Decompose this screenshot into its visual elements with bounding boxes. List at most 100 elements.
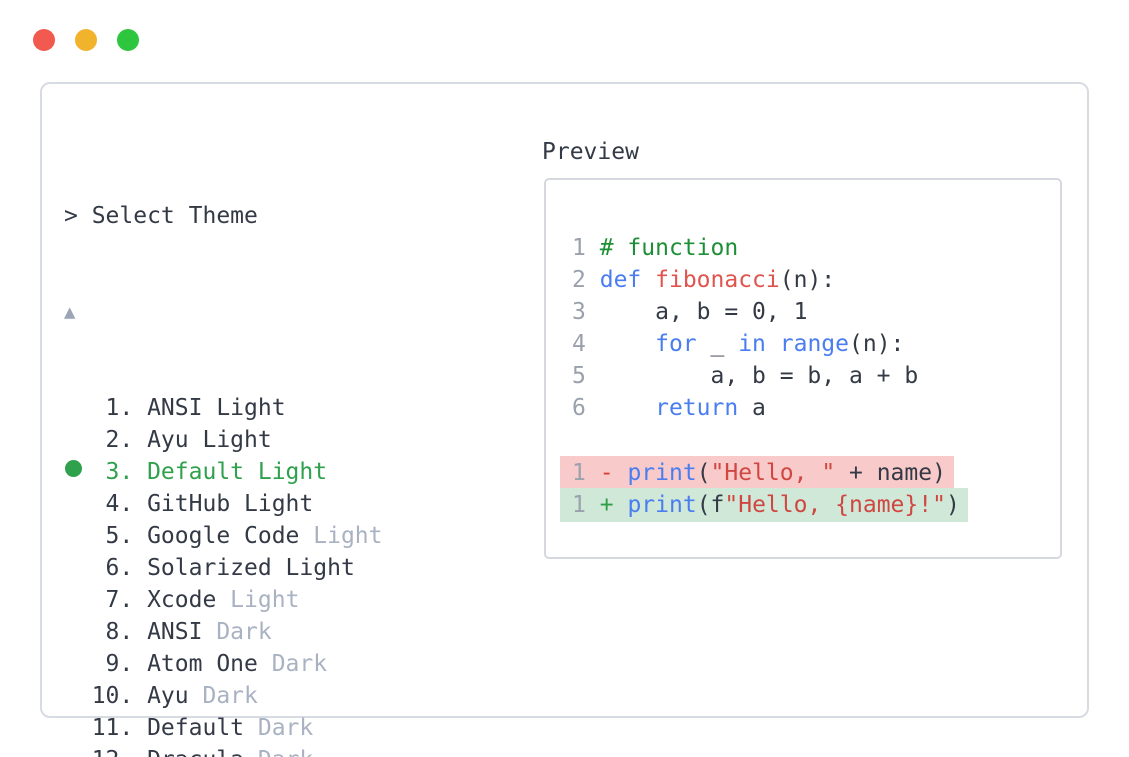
line-number: 5 <box>572 363 586 389</box>
code-line: 2 def fibonacci(n): <box>572 264 1060 296</box>
code-token: print <box>627 492 697 518</box>
code-token: range <box>779 331 850 357</box>
theme-item-number: 2. <box>91 427 148 453</box>
close-button[interactable] <box>33 29 55 51</box>
code-token: "Hello, {name}!" <box>724 492 946 518</box>
code-line: 3 a, b = 0, 1 <box>572 296 1060 328</box>
code-token: (n): <box>849 331 905 357</box>
code-line: 1 # function <box>572 232 1060 264</box>
code-token: (n): <box>779 267 836 293</box>
code-line: 5 a, b = b, a + b <box>572 360 1060 392</box>
selected-dot <box>65 460 82 477</box>
code-token: in <box>738 331 766 357</box>
code-token: ( <box>696 460 711 486</box>
line-number: 4 <box>572 331 586 357</box>
theme-item-variant: Dark <box>188 683 258 709</box>
theme-item-variant: Dark <box>202 619 272 645</box>
theme-item-number: 11. <box>91 715 148 741</box>
code-token: print <box>627 460 697 486</box>
code-token: a, b = 0, 1 <box>599 299 808 325</box>
scroll-up-indicator[interactable]: ▲ <box>64 296 881 328</box>
theme-item-ansi[interactable]: 8. ANSI Dark <box>64 616 881 648</box>
diff-sign: + <box>599 492 614 518</box>
line-number: 1 <box>572 492 586 518</box>
theme-item-number: 1. <box>91 395 148 421</box>
diff-sign: - <box>599 460 614 486</box>
theme-picker-pane: > Select Theme ▲ 1. ANSI Light 2. Ayu Li… <box>64 136 881 757</box>
theme-item-number: 3. <box>91 459 148 485</box>
code-token: _ <box>696 331 739 357</box>
theme-item-label: Default Light <box>147 459 328 485</box>
theme-item-ayu[interactable]: 10. Ayu Dark <box>64 680 881 712</box>
theme-picker-window: > Select Theme ▲ 1. ANSI Light 2. Ayu Li… <box>40 82 1089 757</box>
code-line: 6 return a <box>572 392 1060 424</box>
minimize-button[interactable] <box>75 29 97 51</box>
line-number: 3 <box>572 299 586 325</box>
triangle-up-icon: ▲ <box>64 301 76 323</box>
code-token: ) <box>945 492 960 518</box>
theme-item-number: 6. <box>91 555 148 581</box>
theme-item-label: ANSI Light <box>147 395 286 421</box>
code-token <box>766 331 780 357</box>
window-controls <box>33 29 139 51</box>
diff-line-added: 1 + print(f"Hello, {name}!") <box>560 488 1060 522</box>
theme-item-label: Xcode <box>147 587 217 613</box>
theme-item-number: 4. <box>91 491 148 517</box>
theme-item-default-light[interactable]: 3. Default Light <box>64 456 881 488</box>
theme-item-label: GitHub Light <box>147 491 314 517</box>
theme-item-google-code[interactable]: 5. Google Code Light <box>64 520 881 552</box>
line-number: 1 <box>572 235 586 261</box>
code-token: fibonacci <box>655 267 780 293</box>
code-token <box>641 267 655 293</box>
zoom-button[interactable] <box>117 29 139 51</box>
theme-item-variant: Light <box>299 523 383 549</box>
theme-item-variant: Dark <box>244 715 314 741</box>
theme-item-label: Atom One <box>147 651 258 677</box>
code-token: # function <box>599 235 739 261</box>
code-token <box>600 331 655 357</box>
line-number: 2 <box>572 267 586 293</box>
theme-item-label: Ayu Light <box>147 427 272 453</box>
code-token: for <box>655 331 697 357</box>
theme-item-ayu-light[interactable]: 2. Ayu Light <box>64 424 881 456</box>
code-token: "Hello, " <box>710 460 836 486</box>
theme-item-label: Default <box>147 715 245 741</box>
line-number: 1 <box>572 460 586 486</box>
code-token: (f <box>696 492 725 518</box>
theme-item-number: 7. <box>91 587 148 613</box>
theme-list: 1. ANSI Light 2. Ayu Light 3. Default Li… <box>64 392 881 757</box>
code-token: def <box>599 267 642 293</box>
code-token: a <box>738 395 766 421</box>
code-token <box>600 395 655 421</box>
theme-item-number: 9. <box>91 651 148 677</box>
theme-item-number: 12. <box>92 747 147 757</box>
line-number: 6 <box>572 395 586 421</box>
theme-item-variant: Dark <box>257 651 328 677</box>
theme-item-variant: Light <box>216 587 300 613</box>
theme-item-dracula[interactable]: 12. Dracula Dark <box>64 744 881 757</box>
preview-title: Preview <box>542 139 639 165</box>
theme-item-label: Solarized Light <box>147 555 355 581</box>
theme-item-ansi-light[interactable]: 1. ANSI Light <box>64 392 881 424</box>
theme-item-number: 8. <box>91 619 148 645</box>
theme-item-solarized-light[interactable]: 6. Solarized Light <box>64 552 881 584</box>
theme-item-number: 5. <box>91 523 148 549</box>
prompt: > Select Theme <box>64 203 258 229</box>
code-token: return <box>655 395 739 421</box>
theme-item-atom-one[interactable]: 9. Atom One Dark <box>64 648 881 680</box>
diff-highlight-removed: 1 - print("Hello, " + name) <box>560 456 954 490</box>
theme-item-xcode[interactable]: 7. Xcode Light <box>64 584 881 616</box>
theme-item-github-light[interactable]: 4. GitHub Light <box>64 488 881 520</box>
theme-item-number: 10. <box>91 683 148 709</box>
theme-item-default[interactable]: 11. Default Dark <box>64 712 881 744</box>
diff-highlight-added: 1 + print(f"Hello, {name}!") <box>560 488 968 522</box>
diff-line-removed: 1 - print("Hello, " + name) <box>560 456 1060 490</box>
theme-item-label: Ayu <box>147 683 189 709</box>
code-token: + name) <box>835 460 946 486</box>
code-token: a, b = b, a + b <box>599 363 919 389</box>
theme-item-label: Google Code <box>147 523 300 549</box>
theme-item-variant: Dark <box>244 747 313 757</box>
